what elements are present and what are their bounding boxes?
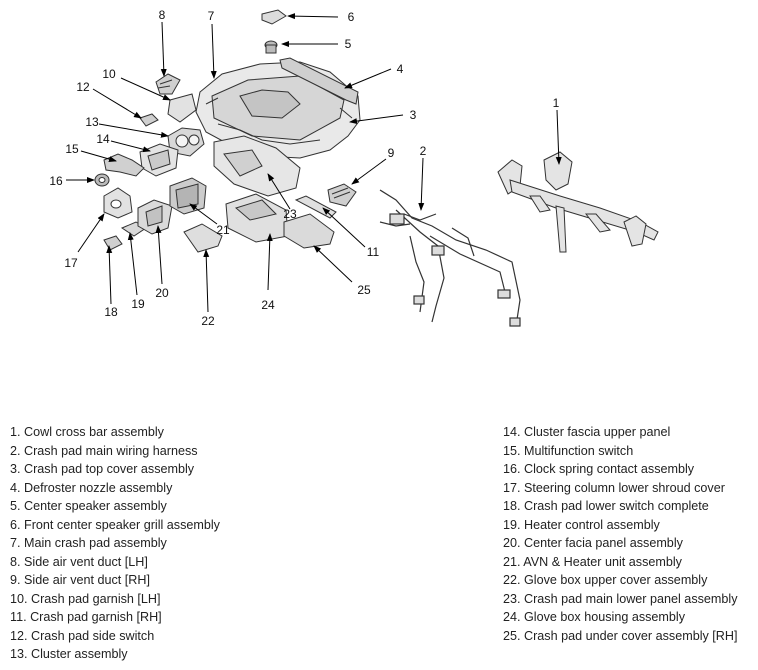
legend-item: 4. Defroster nozzle assembly xyxy=(10,480,173,495)
callout-7: 7 xyxy=(208,9,215,23)
callout-labels: 1 2 3 4 5 6 7 8 9 10 11 12 13 14 15 16 1… xyxy=(49,8,559,328)
leader-lines xyxy=(66,13,562,313)
avn-heater-unit xyxy=(169,177,207,215)
callout-24: 24 xyxy=(261,298,275,312)
legend-item: 16. Clock spring contact assembly xyxy=(503,462,695,476)
callout-3: 3 xyxy=(410,108,417,122)
legend-item: 8. Side air vent duct [LH] xyxy=(10,554,148,569)
callout-1: 1 xyxy=(553,96,560,110)
callout-2: 2 xyxy=(420,144,427,158)
callout-16: 16 xyxy=(49,174,63,188)
legend-left-column: 1. Cowl cross bar assembly 2. Crash pad … xyxy=(10,423,220,664)
legend-item: 15. Multifunction switch xyxy=(503,443,634,458)
under-cover-rh xyxy=(283,213,335,249)
legend-item: 14. Cluster fascia upper panel xyxy=(503,425,671,439)
steering-shroud xyxy=(103,187,133,219)
callout-6: 6 xyxy=(348,10,355,24)
legend-item: 24. Glove box housing assembly xyxy=(503,610,686,624)
callout-17: 17 xyxy=(64,256,78,270)
center-facia-panel xyxy=(137,199,173,235)
side-switch xyxy=(139,113,159,127)
defroster-nozzle xyxy=(279,57,359,105)
callout-12: 12 xyxy=(76,80,90,94)
callout-18: 18 xyxy=(104,305,118,319)
legend-item: 12. Crash pad side switch xyxy=(10,628,155,643)
garnish-lh xyxy=(167,93,197,123)
callout-5: 5 xyxy=(345,37,352,51)
legend-item: 13. Cluster assembly xyxy=(10,647,128,661)
callout-14: 14 xyxy=(96,132,110,146)
legend-item: 9. Side air vent duct [RH] xyxy=(10,573,150,587)
callout-9: 9 xyxy=(388,146,395,160)
legend-item: 1. Cowl cross bar assembly xyxy=(10,425,164,439)
wiring-harness xyxy=(379,189,521,327)
callout-25: 25 xyxy=(357,283,371,297)
exploded-parts-diagram: 1 2 3 4 5 6 7 8 9 10 11 12 13 14 15 16 1… xyxy=(49,8,659,328)
cluster-assembly xyxy=(167,127,205,157)
legend-item: 7. Main crash pad assembly xyxy=(10,536,167,550)
callout-15: 15 xyxy=(65,142,79,156)
callout-8: 8 xyxy=(159,8,166,22)
legend-item: 3. Crash pad top cover assembly xyxy=(10,462,195,476)
legend-item: 19. Heater control assembly xyxy=(503,517,660,532)
callout-4: 4 xyxy=(397,62,404,76)
legend-item: 25. Crash pad under cover assembly [RH] xyxy=(503,628,738,643)
callout-23: 23 xyxy=(283,207,297,221)
callout-22: 22 xyxy=(201,314,215,328)
legend-item: 23. Crash pad main lower panel assembly xyxy=(503,591,738,606)
callout-20: 20 xyxy=(155,286,169,300)
clock-spring xyxy=(94,173,110,187)
center-speaker xyxy=(264,40,278,54)
lower-switch xyxy=(103,235,123,251)
legend-item: 10. Crash pad garnish [LH] xyxy=(10,591,161,606)
side-vent-rh xyxy=(327,183,357,207)
cowl-cross-bar xyxy=(497,151,659,253)
legend-item: 5. Center speaker assembly xyxy=(10,499,167,513)
legend-item: 2. Crash pad main wiring harness xyxy=(10,443,198,458)
callout-19: 19 xyxy=(131,297,145,311)
callout-13: 13 xyxy=(85,115,99,129)
legend-right-column: 14. Cluster fascia upper panel 15. Multi… xyxy=(503,423,738,645)
legend-item: 11. Crash pad garnish [RH] xyxy=(10,610,162,624)
cluster-fascia xyxy=(139,143,179,177)
callout-10: 10 xyxy=(102,67,116,81)
glove-box-upper-cover xyxy=(183,223,223,253)
multifunction-switch xyxy=(103,153,145,177)
legend-item: 6. Front center speaker grill assembly xyxy=(10,517,220,532)
legend-item: 17. Steering column lower shroud cover xyxy=(503,480,725,495)
side-vent-lh xyxy=(155,73,181,95)
legend-item: 18. Crash pad lower switch complete xyxy=(503,499,709,513)
legend-item: 21. AVN & Heater unit assembly xyxy=(503,554,682,569)
callout-11: 11 xyxy=(367,245,380,259)
speaker-grill xyxy=(261,9,287,25)
main-lower-panel xyxy=(213,135,301,197)
glove-box-housing xyxy=(225,193,289,243)
legend-item: 22. Glove box upper cover assembly xyxy=(503,573,708,587)
callout-21: 21 xyxy=(216,223,230,237)
legend-item: 20. Center facia panel assembly xyxy=(503,536,683,550)
